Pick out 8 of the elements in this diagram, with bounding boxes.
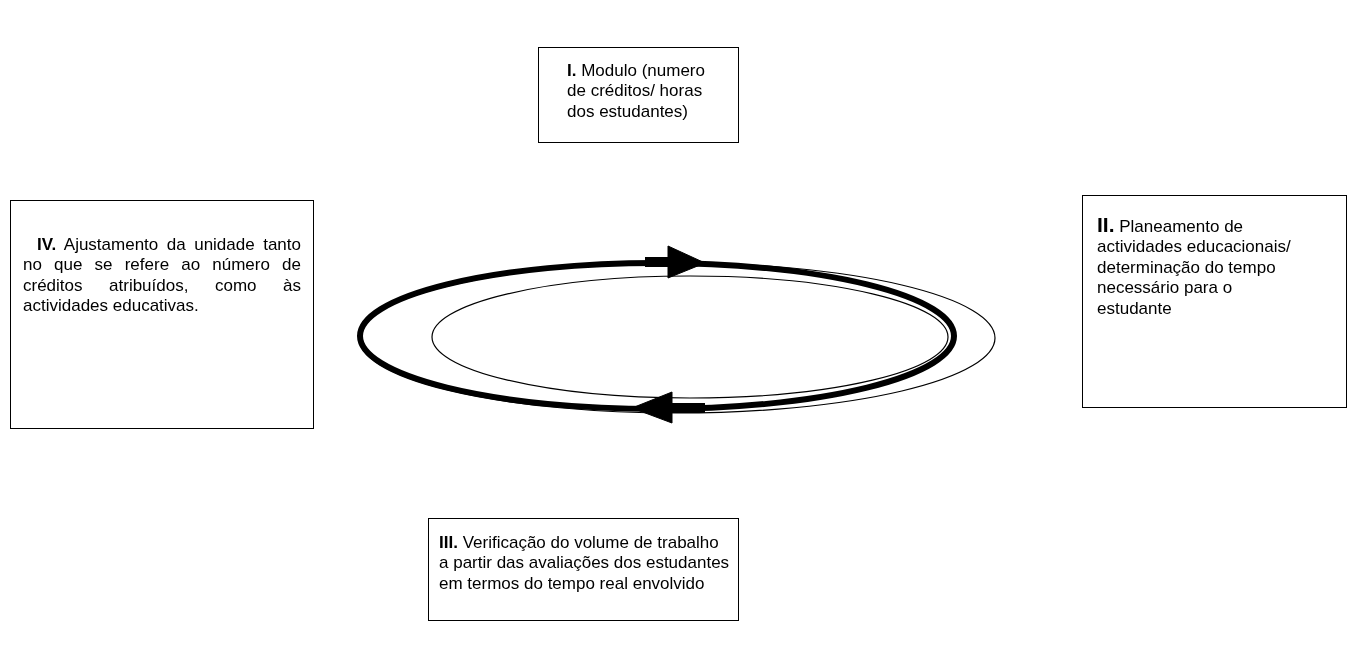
process-box [428, 518, 739, 621]
process-box [1082, 195, 1347, 408]
step-description: I. Modulo (numero de créditos/ horas dos estudantes) [567, 61, 706, 123]
process-box [538, 47, 739, 143]
step-description: IV. Ajustamento da unidade tanto no que se refere ao número de créditos atribuídos, como às actividades educativas. [23, 235, 301, 317]
process-box [10, 200, 314, 429]
step-description: III. Verificação do volume de trabalho a partir das avaliações dos estudantes em termos do tempo real envolvido [439, 533, 730, 595]
step-description: II. Planeamento de actividades educacionais/ determinação do tempo necessário para o estudante [1097, 212, 1292, 319]
